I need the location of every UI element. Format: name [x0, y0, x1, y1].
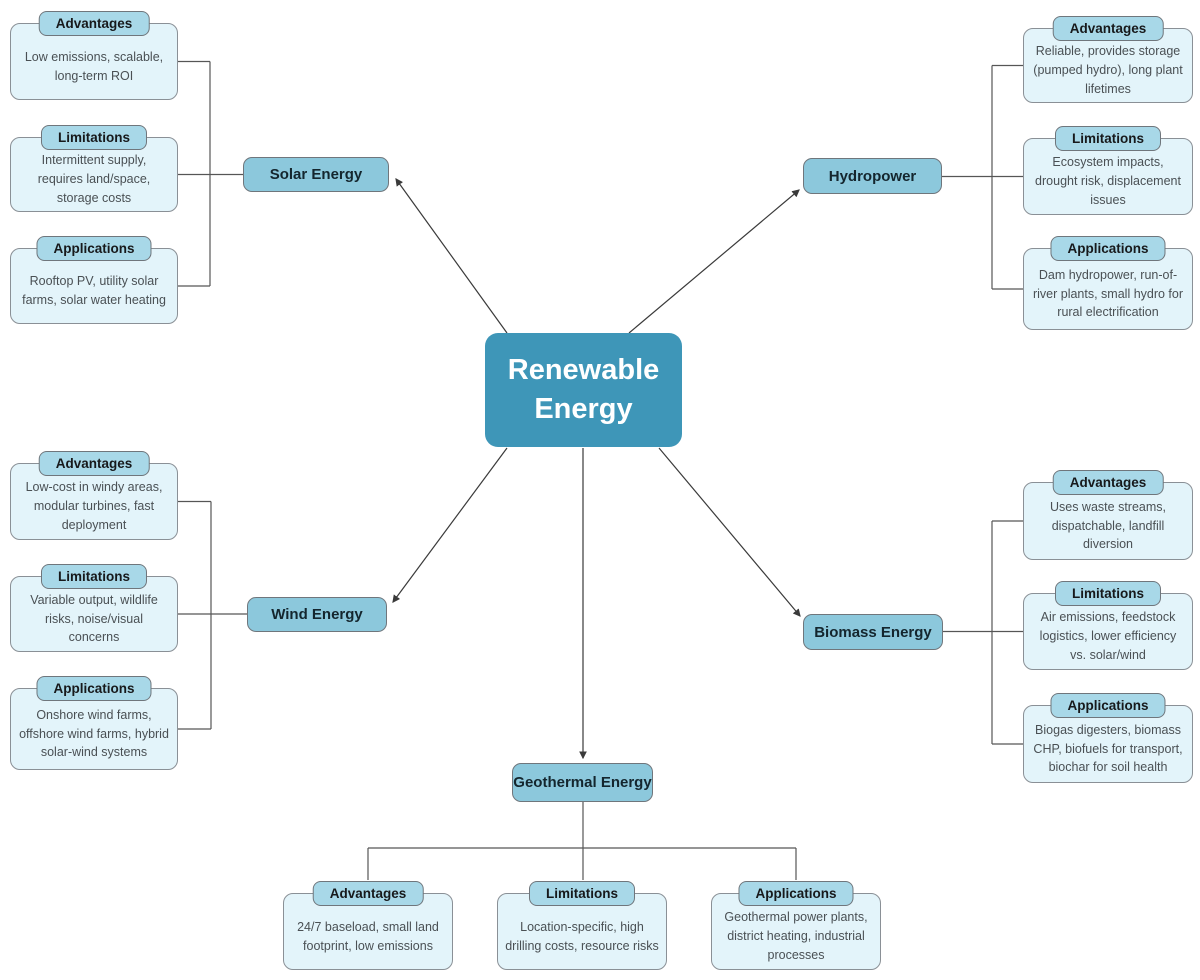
biomass-advantages-pill: Advantages [1052, 470, 1164, 495]
solar-applications-pill: Applications [36, 236, 152, 261]
geothermal-applications-pill: Applications [738, 881, 854, 906]
solar-advantages-card[interactable]: Advantages Low emissions, scalable, long… [10, 11, 178, 100]
wind-applications-card[interactable]: Applications Onshore wind farms, offshor… [10, 676, 178, 770]
wind-limitations-card[interactable]: Limitations Variable output, wildlife ri… [10, 564, 178, 652]
hydropower-advantages-body: Reliable, provides storage (pumped hydro… [1033, 44, 1183, 96]
wind-applications-pill: Applications [36, 676, 152, 701]
geothermal-advantages-body: 24/7 baseload, small land footprint, low… [297, 919, 439, 953]
wind-limitations-pill: Limitations [40, 564, 148, 589]
center-to-solar-arrow [395, 178, 508, 334]
hydropower-applications-card[interactable]: Applications Dam hydropower, run-of-rive… [1023, 236, 1193, 330]
biomass-energy-node[interactable]: Biomass Energy [803, 614, 943, 650]
geothermal-limitations-pill: Limitations [528, 881, 636, 906]
hydropower-node[interactable]: Hydropower [803, 158, 942, 194]
geothermal-limitations-body: Location-specific, high drilling costs, … [505, 919, 659, 953]
wind-limitations-body: Variable output, wildlife risks, noise/v… [30, 592, 158, 645]
solar-applications-card[interactable]: Applications Rooftop PV, utility solar f… [10, 236, 178, 324]
biomass-applications-pill: Applications [1050, 693, 1166, 718]
wind-tree-connector [178, 500, 247, 730]
solar-advantages-body: Low emissions, scalable, long-term ROI [24, 49, 164, 83]
hydropower-advantages-card[interactable]: Advantages Reliable, provides storage (p… [1023, 16, 1193, 103]
biomass-limitations-card[interactable]: Limitations Air emissions, feedstock log… [1023, 581, 1193, 670]
biomass-advantages-body: Uses waste streams, dispatchable, landfi… [1049, 499, 1166, 552]
solar-limitations-body: Intermittent supply, requires land/space… [37, 153, 151, 205]
biomass-applications-card[interactable]: Applications Biogas digesters, biomass C… [1023, 693, 1193, 783]
wind-energy-node[interactable]: Wind Energy [247, 597, 387, 632]
geothermal-advantages-pill: Advantages [312, 881, 424, 906]
biomass-tree-connector [943, 520, 1023, 745]
geothermal-limitations-card[interactable]: Limitations Location-specific, high dril… [497, 881, 667, 970]
hydropower-limitations-body: Ecosystem impacts, drought risk, displac… [1035, 155, 1181, 207]
geothermal-applications-body: Geothermal power plants, district heatin… [724, 910, 868, 962]
solar-applications-body: Rooftop PV, utility solar farms, solar w… [22, 274, 166, 307]
center-to-biomass-arrow [658, 447, 801, 617]
solar-limitations-card[interactable]: Limitations Intermittent supply, require… [10, 125, 178, 212]
solar-tree-connector [178, 60, 243, 287]
biomass-limitations-pill: Limitations [1054, 581, 1162, 606]
hydropower-limitations-card[interactable]: Limitations Ecosystem impacts, drought r… [1023, 126, 1193, 215]
hydropower-tree-connector [942, 64, 1023, 290]
center-to-wind-arrow [392, 447, 508, 603]
biomass-applications-body: Biogas digesters, biomass CHP, biofuels … [1033, 722, 1183, 775]
wind-advantages-card[interactable]: Advantages Low-cost in windy areas, modu… [10, 451, 178, 540]
hydropower-limitations-pill: Limitations [1054, 126, 1162, 151]
center-to-hydropower-arrow [628, 189, 800, 334]
wind-advantages-body: Low-cost in windy areas, modular turbine… [25, 480, 163, 532]
geothermal-tree-connector [367, 802, 797, 880]
geothermal-advantages-card[interactable]: Advantages 24/7 baseload, small land foo… [283, 881, 453, 970]
geothermal-energy-node[interactable]: Geothermal Energy [512, 763, 653, 802]
wind-advantages-pill: Advantages [38, 451, 150, 476]
hydropower-applications-pill: Applications [1050, 236, 1166, 261]
geothermal-applications-card[interactable]: Applications Geothermal power plants, di… [711, 881, 881, 970]
solar-limitations-pill: Limitations [40, 125, 148, 150]
biomass-limitations-body: Air emissions, feedstock logistics, lowe… [1039, 610, 1177, 662]
renewable-energy-center-node[interactable]: Renewable Energy [485, 333, 682, 447]
solar-energy-node[interactable]: Solar Energy [243, 157, 389, 192]
wind-applications-body: Onshore wind farms, offshore wind farms,… [19, 707, 169, 760]
solar-advantages-pill: Advantages [38, 11, 150, 36]
biomass-advantages-card[interactable]: Advantages Uses waste streams, dispatcha… [1023, 470, 1193, 560]
hydropower-applications-body: Dam hydropower, run-of-river plants, sma… [1032, 267, 1184, 320]
hydropower-advantages-pill: Advantages [1052, 16, 1164, 41]
